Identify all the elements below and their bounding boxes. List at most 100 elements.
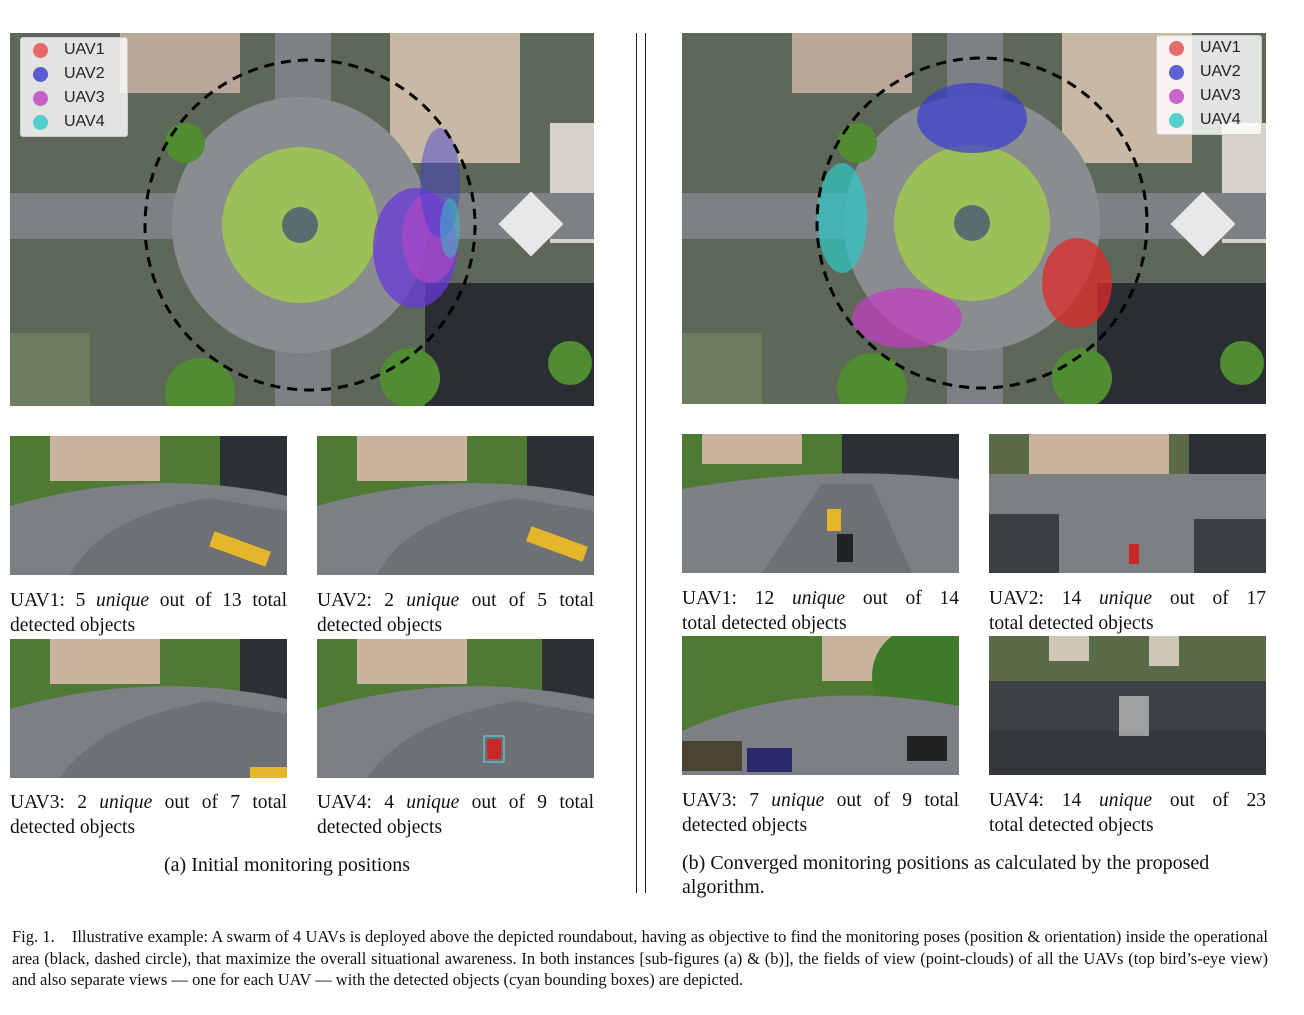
camera-scene bbox=[317, 436, 594, 575]
unique-word: unique bbox=[771, 790, 825, 811]
caption-uav4-converged: UAV4: 14 unique out of 23 bbox=[989, 788, 1266, 813]
caption-uav1-initial-line2: detected objects bbox=[10, 613, 287, 638]
legend-marker bbox=[1169, 40, 1184, 56]
uav-id: UAV1: bbox=[682, 588, 737, 609]
unique-count: 12 bbox=[754, 588, 775, 609]
legend-label: UAV1 bbox=[1200, 39, 1241, 56]
caption-uav3-initial-line2: detected objects bbox=[10, 815, 287, 840]
caption-uav3-converged-line2: detected objects bbox=[682, 813, 959, 838]
unique-count: 14 bbox=[1061, 790, 1082, 811]
birdseye-view-initial: UAV1 UAV2 UAV3 UAV4 bbox=[10, 33, 594, 406]
caption-line2: total detected objects bbox=[989, 815, 1154, 836]
subcaption-a: (a) Initial monitoring positions bbox=[164, 854, 411, 876]
figure-caption: Fig. 1. Illustrative example: A swarm of… bbox=[12, 927, 1273, 989]
camera-scene bbox=[682, 434, 959, 573]
legend-marker bbox=[33, 66, 48, 82]
legend-marker bbox=[33, 90, 48, 106]
uav1-camera-view-initial bbox=[10, 436, 287, 575]
caption-line2: total detected objects bbox=[682, 613, 847, 634]
caption-uav2-converged-line2: total detected objects bbox=[989, 611, 1266, 636]
caption-uav2-initial: UAV2: 2 unique out of 5 total bbox=[317, 588, 594, 613]
unique-word: unique bbox=[99, 792, 153, 813]
subcaption-b-line1: (b) Converged monitoring positions as ca… bbox=[682, 852, 1210, 874]
total-text: out of 13 total bbox=[159, 590, 287, 611]
caption-uav2-initial-line2: detected objects bbox=[317, 613, 594, 638]
caption-line2: detected objects bbox=[10, 615, 136, 636]
unique-word: unique bbox=[406, 590, 460, 611]
unique-word: unique bbox=[406, 792, 460, 813]
uav-id: UAV3: bbox=[682, 790, 737, 811]
legend: UAV1 UAV2 UAV3 UAV4 bbox=[1156, 35, 1262, 135]
total-text: out of 23 bbox=[1169, 790, 1267, 811]
legend-label: UAV2 bbox=[1200, 63, 1241, 80]
total-text: out of 5 total bbox=[471, 590, 594, 611]
uav-id: UAV2: bbox=[989, 588, 1044, 609]
caption-line2: detected objects bbox=[10, 817, 136, 838]
caption-uav4-initial-line2: detected objects bbox=[317, 815, 594, 840]
camera-scene bbox=[10, 436, 287, 575]
column-divider-right bbox=[645, 33, 646, 893]
legend-marker bbox=[1169, 112, 1184, 128]
birdseye-view-converged: UAV1 UAV2 UAV3 UAV4 bbox=[682, 33, 1266, 404]
subcaption-b-line2: algorithm. bbox=[682, 876, 765, 898]
unique-count: 4 bbox=[384, 792, 394, 813]
unique-word: unique bbox=[1098, 790, 1153, 811]
caption-line2: detected objects bbox=[317, 817, 443, 838]
uav-id: UAV4: bbox=[989, 790, 1044, 811]
total-text: out of 9 total bbox=[836, 790, 959, 811]
caption-line2: total detected objects bbox=[989, 613, 1154, 634]
caption-uav1-converged-line2: total detected objects bbox=[682, 611, 959, 636]
legend-label: UAV4 bbox=[1200, 111, 1241, 128]
uav-id: UAV3: bbox=[10, 792, 65, 813]
uav-id: UAV4: bbox=[317, 792, 372, 813]
legend-label: UAV2 bbox=[64, 65, 105, 82]
caption-uav4-initial: UAV4: 4 unique out of 9 total bbox=[317, 790, 594, 815]
uav3-camera-view-converged bbox=[682, 636, 959, 775]
uav-id: UAV2: bbox=[317, 590, 372, 611]
uav3-camera-view-initial bbox=[10, 639, 287, 778]
legend-marker bbox=[1169, 64, 1184, 80]
total-text: out of 14 bbox=[862, 588, 960, 609]
caption-uav4-converged-line2: total detected objects bbox=[989, 813, 1266, 838]
caption-line2: detected objects bbox=[682, 815, 808, 836]
caption-uav3-initial: UAV3: 2 unique out of 7 total bbox=[10, 790, 287, 815]
camera-scene bbox=[989, 636, 1266, 775]
caption-uav1-converged: UAV1: 12 unique out of 14 bbox=[682, 586, 959, 611]
legend-label: UAV4 bbox=[64, 113, 105, 130]
caption-uav1-initial: UAV1: 5 unique out of 13 total bbox=[10, 588, 287, 613]
uav4-camera-view-initial bbox=[317, 639, 594, 778]
legend-item-uav2: UAV2 bbox=[1157, 60, 1261, 84]
camera-scene bbox=[989, 434, 1266, 573]
caption-uav2-converged: UAV2: 14 unique out of 17 bbox=[989, 586, 1266, 611]
unique-count: 2 bbox=[384, 590, 394, 611]
legend-item-uav3: UAV3 bbox=[1157, 84, 1261, 108]
legend-label: UAV3 bbox=[1200, 87, 1241, 104]
legend-item-uav4: UAV4 bbox=[21, 110, 127, 134]
uav1-camera-view-converged bbox=[682, 434, 959, 573]
legend-item-uav4: UAV4 bbox=[1157, 108, 1261, 132]
legend-item-uav2: UAV2 bbox=[21, 62, 127, 86]
camera-scene bbox=[317, 639, 594, 778]
unique-word: unique bbox=[1098, 588, 1153, 609]
unique-count: 2 bbox=[77, 792, 87, 813]
uav2-camera-view-converged bbox=[989, 434, 1266, 573]
total-text: out of 7 total bbox=[164, 792, 287, 813]
total-text: out of 9 total bbox=[471, 792, 594, 813]
legend-marker bbox=[33, 114, 48, 130]
legend-item-uav1: UAV1 bbox=[1157, 36, 1261, 60]
roundabout-scene bbox=[10, 33, 594, 406]
legend: UAV1 UAV2 UAV3 UAV4 bbox=[20, 37, 128, 137]
uav4-camera-view-converged bbox=[989, 636, 1266, 775]
legend-label: UAV1 bbox=[64, 41, 105, 58]
camera-scene bbox=[682, 636, 959, 775]
unique-count: 14 bbox=[1061, 588, 1082, 609]
legend-item-uav3: UAV3 bbox=[21, 86, 127, 110]
legend-marker bbox=[33, 42, 48, 58]
legend-label: UAV3 bbox=[64, 89, 105, 106]
legend-item-uav1: UAV1 bbox=[21, 38, 127, 62]
camera-scene bbox=[10, 639, 287, 778]
uav-id: UAV1: bbox=[10, 590, 65, 611]
unique-count: 5 bbox=[75, 590, 86, 611]
caption-line2: detected objects bbox=[317, 615, 443, 636]
uav2-camera-view-initial bbox=[317, 436, 594, 575]
